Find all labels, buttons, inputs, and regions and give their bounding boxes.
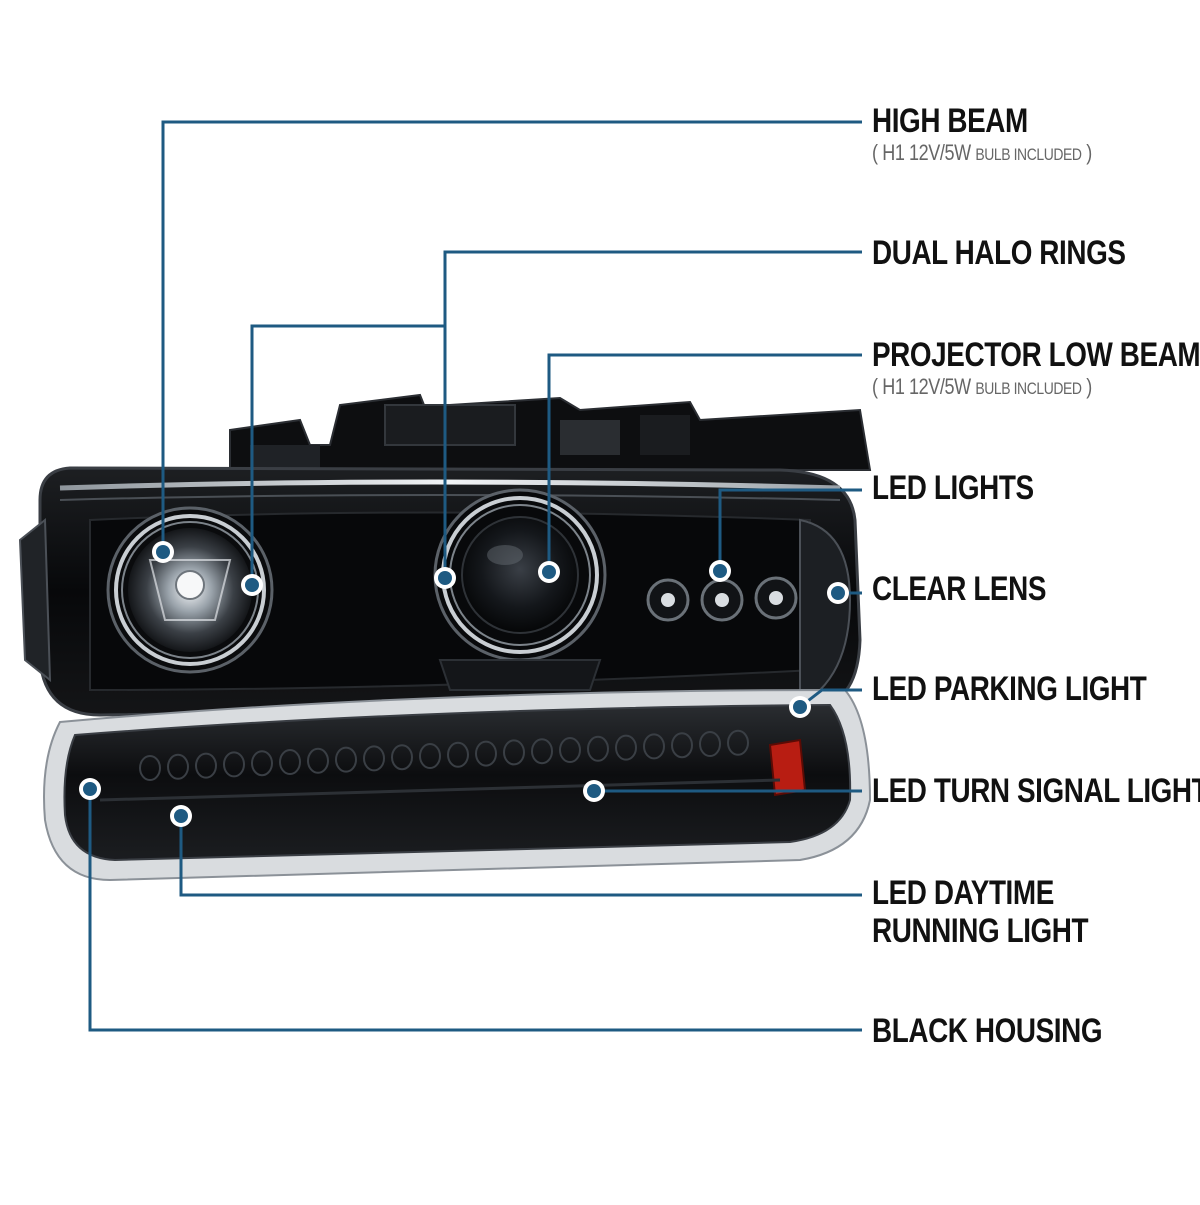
bumper-led xyxy=(195,752,217,779)
label-projector-low-beam: PROJECTOR LOW BEAM ( H1 12V/5W BULB INCL… xyxy=(872,336,1200,402)
bumper-led xyxy=(419,743,441,769)
projector-spec: ( H1 12V/5W BULB INCLUDED ) xyxy=(872,374,1092,399)
callout-dot-clear-lens xyxy=(831,586,845,600)
drl-line-1: LED DAYTIME xyxy=(872,874,1054,912)
bumper-led xyxy=(475,740,497,767)
bumper-led xyxy=(531,738,553,765)
callout-line-black-housing xyxy=(88,789,862,1032)
projector-assembly xyxy=(433,488,607,691)
callout-line-projector xyxy=(547,353,862,572)
callout-dot-turn-signal xyxy=(587,784,601,798)
callout-dot-parking xyxy=(793,700,807,714)
bumper-led xyxy=(251,750,273,777)
callout-lines xyxy=(88,120,862,1032)
bumper-led xyxy=(643,733,665,760)
drl-line-2: RUNNING LIGHT xyxy=(872,912,1089,950)
bumper-led xyxy=(699,731,721,757)
callout-line-led-lights xyxy=(718,488,862,571)
label-led-parking-light: LED PARKING LIGHT xyxy=(872,670,1147,708)
bumper-led xyxy=(447,741,469,768)
bumper-led xyxy=(615,734,637,761)
label-clear-lens: CLEAR LENS xyxy=(872,570,1046,608)
callout-line-dual-halo-b xyxy=(250,324,445,585)
bumper-led xyxy=(727,729,749,756)
projector-title: PROJECTOR LOW BEAM xyxy=(872,336,1200,374)
black-housing-title: BLACK HOUSING xyxy=(872,1012,1103,1050)
callout-dot-drl xyxy=(174,809,188,823)
high-beam-title: HIGH BEAM xyxy=(872,102,1028,140)
bumper-led xyxy=(223,751,245,778)
callout-dot-led-lights xyxy=(713,564,727,578)
bumper-led xyxy=(279,749,301,775)
clear-lens-title: CLEAR LENS xyxy=(872,570,1047,608)
callout-line-high-beam xyxy=(161,120,862,552)
led-pods xyxy=(646,576,798,622)
bumper-led xyxy=(167,753,189,780)
callout-dots xyxy=(79,541,849,827)
bumper-led xyxy=(503,739,525,766)
bumper-led xyxy=(363,745,385,772)
label-led-drl: LED DAYTIME RUNNING LIGHT xyxy=(872,874,1089,950)
bumper-led xyxy=(391,744,413,771)
callout-dot-black-housing xyxy=(83,782,97,796)
bumper-led xyxy=(671,732,693,759)
bumper-light xyxy=(43,688,872,882)
bumper-led xyxy=(139,755,161,781)
label-black-housing: BLACK HOUSING xyxy=(872,1012,1103,1050)
callout-line-drl xyxy=(179,816,862,897)
label-led-turn-signal: LED TURN SIGNAL LIGHT xyxy=(872,772,1200,810)
turn-signal-title: LED TURN SIGNAL LIGHT xyxy=(872,772,1200,810)
high-beam-spec: ( H1 12V/5W BULB INCLUDED ) xyxy=(872,140,1092,165)
bumper-led xyxy=(335,746,357,773)
callout-dot-dual-halo-b xyxy=(245,578,259,592)
bumper-led xyxy=(307,747,329,774)
callout-dot-high-beam xyxy=(156,545,170,559)
callout-dot-dual-halo-a xyxy=(438,571,452,585)
label-dual-halo-rings: DUAL HALO RINGS xyxy=(872,234,1126,272)
led-lights-title: LED LIGHTS xyxy=(872,469,1034,507)
bumper-led xyxy=(587,735,609,762)
label-led-lights: LED LIGHTS xyxy=(872,469,1034,507)
dual-halo-title: DUAL HALO RINGS xyxy=(872,234,1126,272)
parking-title: LED PARKING LIGHT xyxy=(872,670,1147,708)
bumper-led xyxy=(559,737,581,763)
callout-dot-projector xyxy=(542,565,556,579)
callout-line-dual-halo-a xyxy=(443,250,862,578)
label-high-beam: HIGH BEAM ( H1 12V/5W BULB INCLUDED ) xyxy=(872,102,1092,168)
